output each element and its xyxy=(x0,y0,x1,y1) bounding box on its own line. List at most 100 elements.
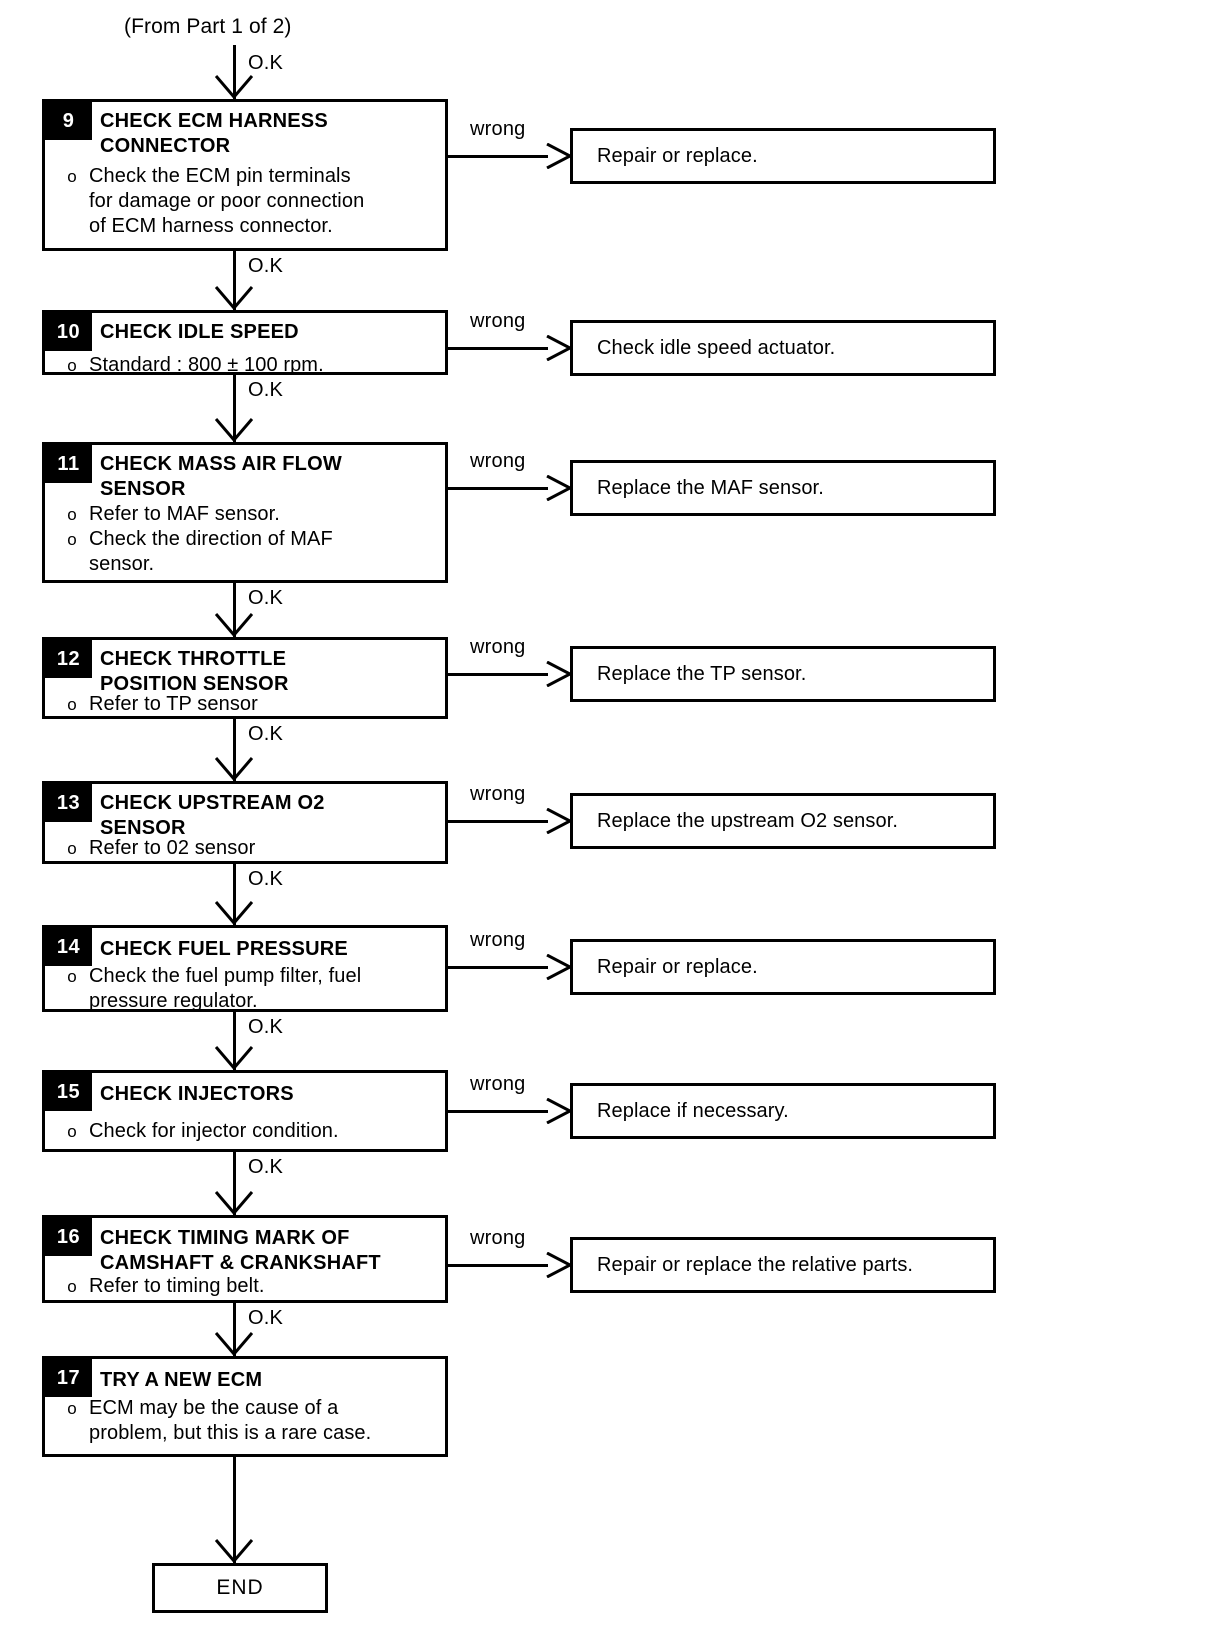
step-title: CHECK UPSTREAM O2 SENSOR xyxy=(100,792,325,839)
connector-ok xyxy=(233,375,236,442)
connector-wrong xyxy=(448,820,548,823)
result-box-14[interactable]: Repair or replace. xyxy=(570,939,996,995)
result-box-13[interactable]: Replace the upstream O2 sensor. xyxy=(570,793,996,849)
bullet-glyph: o xyxy=(67,530,77,549)
arrow-down-icon xyxy=(214,286,254,311)
step-title: TRY A NEW ECM xyxy=(100,1369,263,1391)
step-title: CHECK THROTTLE POSITION SENSOR xyxy=(100,648,289,695)
edge-label-ok: O.K xyxy=(248,723,284,745)
connector-ok xyxy=(233,583,236,637)
list-item-text: Check the fuel pump filter, fuel pressur… xyxy=(89,965,362,1012)
step-item-list: o Check for injector condition. xyxy=(55,1119,439,1144)
connector-entry xyxy=(233,45,236,99)
connector-ok xyxy=(233,1012,236,1070)
step-number-badge: 11 xyxy=(45,445,92,483)
bullet-glyph: o xyxy=(67,167,77,186)
edge-label-ok: O.K xyxy=(248,379,284,401)
step-title: CHECK FUEL PRESSURE xyxy=(100,938,348,960)
edge-label-ok: O.K xyxy=(248,868,284,890)
step-item-list: o Check the ECM pin terminals for damage … xyxy=(55,164,439,239)
step-number-badge: 9 xyxy=(45,102,92,140)
result-text: Replace the TP sensor. xyxy=(597,662,807,685)
list-item-text: ECM may be the cause of a problem, but t… xyxy=(89,1397,372,1444)
connector-ok xyxy=(233,1152,236,1215)
step-title: CHECK TIMING MARK OF CAMSHAFT & CRANKSHA… xyxy=(100,1227,381,1274)
result-box-10[interactable]: Check idle speed actuator. xyxy=(570,320,996,376)
connector-wrong xyxy=(448,966,548,969)
step-number-badge: 17 xyxy=(45,1359,92,1397)
bullet-glyph: o xyxy=(67,967,77,986)
result-text: Check idle speed actuator. xyxy=(597,336,836,359)
edge-label-wrong: wrong xyxy=(470,310,526,332)
connector-ok xyxy=(233,719,236,781)
arrow-down-icon xyxy=(214,75,254,100)
step-number-badge: 15 xyxy=(45,1073,92,1111)
result-text: Repair or replace the relative parts. xyxy=(597,1253,914,1276)
list-item-text: Refer to MAF sensor. xyxy=(89,503,280,525)
list-item-text: Check the ECM pin terminals for damage o… xyxy=(89,165,365,237)
edge-label-wrong: wrong xyxy=(470,118,526,140)
edge-label-wrong: wrong xyxy=(470,1227,526,1249)
bullet-glyph: o xyxy=(67,1277,77,1296)
arrow-right-icon xyxy=(546,1251,574,1279)
connector-wrong xyxy=(448,1110,548,1113)
result-text: Replace the MAF sensor. xyxy=(597,476,824,499)
arrow-right-icon xyxy=(546,1097,574,1125)
connector-ok xyxy=(233,1457,236,1563)
edge-label-ok: O.K xyxy=(248,587,284,609)
step-item-list: o Check the fuel pump filter, fuel pressu… xyxy=(55,964,439,1014)
edge-label-wrong: wrong xyxy=(470,783,526,805)
connector-wrong xyxy=(448,155,548,158)
connector-ok xyxy=(233,864,236,925)
end-box[interactable]: END xyxy=(152,1563,328,1613)
step-number-badge: 13 xyxy=(45,784,92,822)
list-item-text: Refer to 02 sensor xyxy=(89,837,256,859)
edge-label-wrong: wrong xyxy=(470,929,526,951)
connector-ok xyxy=(233,251,236,310)
connector-wrong xyxy=(448,1264,548,1267)
step-number-badge: 10 xyxy=(45,313,92,351)
list-item-text: Check for injector condition. xyxy=(89,1120,339,1142)
edge-label-wrong: wrong xyxy=(470,450,526,472)
result-box-12[interactable]: Replace the TP sensor. xyxy=(570,646,996,702)
connector-wrong xyxy=(448,487,548,490)
arrow-right-icon xyxy=(546,474,574,502)
bullet-glyph: o xyxy=(67,695,77,714)
arrow-down-icon xyxy=(214,757,254,782)
arrow-down-icon xyxy=(214,1539,254,1564)
list-item-text: Standard : 800 ± 100 rpm. xyxy=(89,354,324,376)
list-item: o Check the ECM pin terminals for damage … xyxy=(55,164,439,239)
step-title: CHECK IDLE SPEED xyxy=(100,321,299,343)
list-item: o Check for injector condition. xyxy=(55,1119,439,1144)
bullet-glyph: o xyxy=(67,1122,77,1141)
arrow-down-icon xyxy=(214,901,254,926)
result-box-9[interactable]: Repair or replace. xyxy=(570,128,996,184)
result-box-16[interactable]: Repair or replace the relative parts. xyxy=(570,1237,996,1293)
result-box-15[interactable]: Replace if necessary. xyxy=(570,1083,996,1139)
result-box-11[interactable]: Replace the MAF sensor. xyxy=(570,460,996,516)
edge-label-wrong: wrong xyxy=(470,636,526,658)
arrow-down-icon xyxy=(214,1046,254,1071)
arrow-right-icon xyxy=(546,142,574,170)
